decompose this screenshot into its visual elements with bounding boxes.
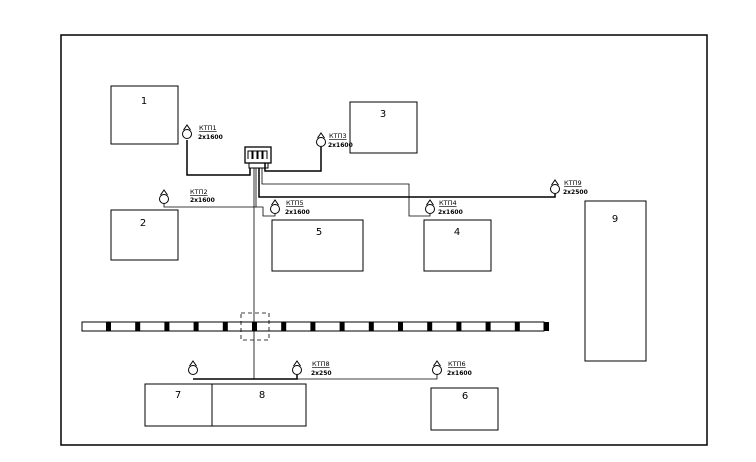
building-3-label: 3: [380, 109, 386, 120]
rail-tie: [544, 322, 549, 331]
rail-tie: [514, 322, 520, 331]
cable-lines: [163, 140, 556, 380]
transformer-icon: [316, 132, 326, 147]
rail-tie: [339, 322, 345, 331]
cable-ktp6: [297, 375, 438, 380]
rail-tie: [135, 322, 141, 331]
ktp1-name: КТП1: [199, 124, 217, 132]
rail-tie: [106, 322, 111, 331]
ktp4-capacity: 2x1600: [438, 209, 463, 216]
transformer-icon: [188, 360, 198, 375]
building-5-label: 5: [316, 227, 322, 238]
cable-ktp4: [261, 168, 431, 217]
rail-tie: [193, 322, 199, 331]
ktp3-capacity: 2x1600: [328, 142, 353, 149]
building-2-label: 2: [140, 218, 146, 229]
ktp6-capacity: 2x1600: [447, 370, 472, 377]
transformer-icon: [182, 124, 192, 139]
building-4-label: 4: [454, 227, 460, 238]
main-switchgear: [244, 146, 272, 169]
rail-tie: [281, 322, 287, 331]
ktp1: КТП1 2x1600: [182, 124, 223, 141]
ktp5: КТП5 2x1600: [270, 199, 310, 216]
rail-tie: [427, 322, 433, 331]
ktp9-capacity: 2x2500: [563, 189, 588, 196]
cable-ktp3: [264, 147, 322, 172]
cable-ktp2: [163, 168, 257, 208]
building-2: 2: [110, 209, 179, 261]
building-1-label: 1: [141, 96, 147, 107]
building-6-label: 6: [462, 391, 468, 402]
ktp3-name: КТП3: [329, 132, 347, 140]
rail-tie: [456, 322, 462, 331]
ktp8-name: КТП8: [312, 360, 330, 368]
rail-tie: [222, 322, 228, 331]
transformer-icon: [159, 189, 169, 204]
ktp2-capacity: 2x1600: [190, 197, 215, 204]
rail-tie: [485, 322, 491, 331]
ktp9: КТП9 2x2500: [550, 179, 588, 196]
cable-ktp5: [256, 206, 276, 217]
rail-tie: [398, 322, 403, 331]
ktp9-name: КТП9: [564, 179, 582, 187]
ktp2-name: КТП2: [190, 188, 208, 196]
drawing-frame: [60, 34, 708, 446]
building-7: 7: [144, 383, 213, 427]
building-9-label: 9: [612, 214, 618, 225]
cable-ktp8: [193, 375, 298, 380]
cable-ktp1: [186, 140, 251, 176]
rail-tie: [164, 322, 170, 331]
ktp8-capacity: 2x250: [311, 370, 332, 377]
ktp4: КТП4 2x1600: [425, 199, 463, 216]
crossing-marker: [240, 312, 270, 341]
building-7-label: 7: [175, 390, 181, 401]
transformer-icon: [270, 199, 280, 214]
building-3: 3: [349, 101, 418, 154]
building-6: 6: [430, 387, 499, 431]
building-5: 5: [271, 219, 364, 272]
cable-ktp9: [258, 168, 556, 198]
building-4: 4: [423, 219, 492, 272]
rail-tie: [310, 322, 316, 331]
ktp4-name: КТП4: [439, 199, 457, 207]
railway-track: [81, 321, 549, 332]
building-8-label: 8: [259, 390, 265, 401]
rail-tie: [252, 322, 257, 331]
ktp6: КТП6 2x1600: [432, 360, 472, 377]
building-1: 1: [110, 85, 179, 145]
transformer-icon: [425, 199, 435, 214]
building-8: 8: [211, 383, 307, 427]
transformer-icon: [550, 179, 560, 194]
ktp5-name: КТП5: [286, 199, 304, 207]
transformer-icon: [292, 360, 302, 375]
ktp2: КТП2 2x1600: [159, 188, 215, 204]
ktp6-name: КТП6: [448, 360, 466, 368]
ktp5-capacity: 2x1600: [285, 209, 310, 216]
ktp3: КТП3 2x1600: [316, 132, 353, 149]
ktp7: [188, 360, 198, 375]
rail-tie: [368, 322, 374, 331]
ktp8: КТП8 2x250: [292, 360, 332, 377]
building-9: 9: [584, 200, 647, 362]
ktp1-capacity: 2x1600: [198, 134, 223, 141]
transformer-icon: [432, 360, 442, 375]
